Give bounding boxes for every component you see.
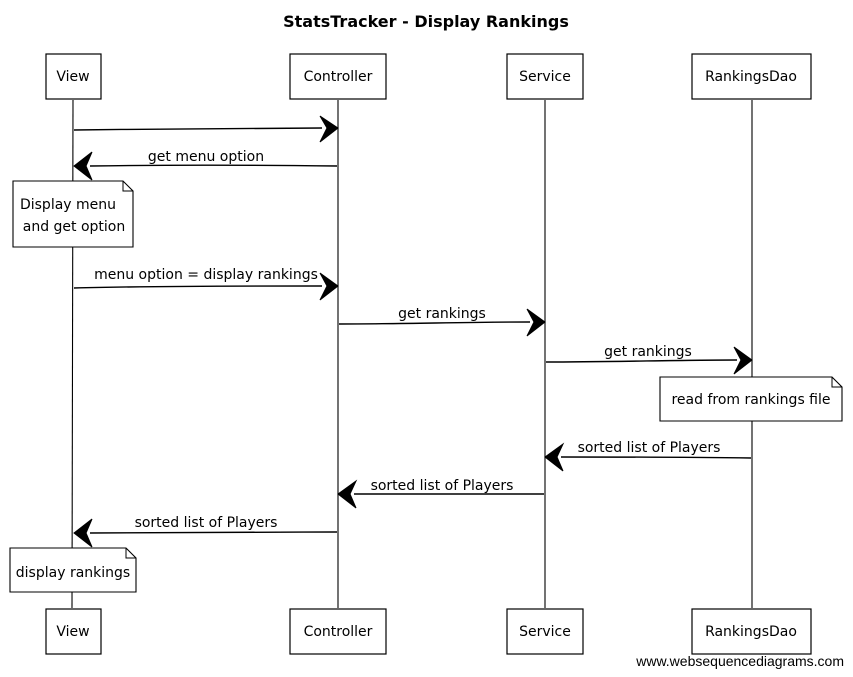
arrowhead-left-icon [337, 479, 358, 509]
note-read-rankings-file: read from rankings file [659, 376, 843, 422]
watermark: www.websequencediagrams.com [636, 653, 844, 669]
participant-label: Service [519, 624, 571, 640]
message-6: sorted list of Players [544, 440, 752, 472]
message-label: get rankings [604, 344, 692, 360]
message-label: sorted list of Players [578, 440, 721, 456]
message-label: sorted list of Players [371, 478, 514, 494]
message-7: sorted list of Players [337, 478, 544, 509]
message-label: get rankings [398, 306, 486, 322]
arrowhead-right-icon [319, 115, 339, 143]
note-line: display rankings [16, 565, 130, 581]
participant-view-top: View [45, 53, 102, 100]
note-line: Display menu [20, 197, 116, 213]
participant-service-top: Service [506, 53, 584, 100]
note-line: and get option [23, 219, 126, 235]
message-1 [73, 115, 339, 143]
arrowhead-right-icon [733, 346, 753, 375]
arrowhead-left-icon [73, 518, 93, 548]
diagram-title: StatsTracker - Display Rankings [283, 12, 569, 31]
note-display-menu: Display menu and get option [12, 180, 134, 248]
message-label: sorted list of Players [135, 515, 278, 531]
message-label: get menu option [148, 149, 264, 165]
lifeline-view [71, 99, 74, 609]
participant-view-bottom: View [45, 608, 102, 655]
participant-label: View [56, 69, 89, 85]
participant-label: RankingsDao [705, 69, 797, 85]
participant-service-bottom: Service [506, 608, 584, 655]
message-label: menu option = display rankings [94, 267, 318, 283]
participant-label: Controller [304, 624, 373, 640]
participant-controller-top: Controller [289, 53, 387, 100]
participant-label: View [56, 624, 89, 640]
participant-rankingsdao-top: RankingsDao [691, 53, 812, 100]
arrowhead-right-icon [319, 272, 339, 301]
message-2: get menu option [73, 149, 338, 181]
participant-label: RankingsDao [705, 624, 797, 640]
participant-rankingsdao-bottom: RankingsDao [691, 608, 812, 655]
participant-label: Service [519, 69, 571, 85]
participant-label: Controller [304, 69, 373, 85]
message-8: sorted list of Players [73, 515, 338, 548]
arrowhead-right-icon [526, 308, 546, 337]
message-3: menu option = display rankings [73, 267, 339, 301]
note-line: read from rankings file [671, 392, 830, 408]
arrowhead-left-icon [73, 151, 93, 181]
note-display-rankings: display rankings [9, 547, 137, 593]
participant-controller-bottom: Controller [289, 608, 387, 655]
message-5: get rankings [545, 344, 753, 375]
arrowhead-left-icon [544, 442, 565, 472]
message-4: get rankings [338, 306, 546, 337]
